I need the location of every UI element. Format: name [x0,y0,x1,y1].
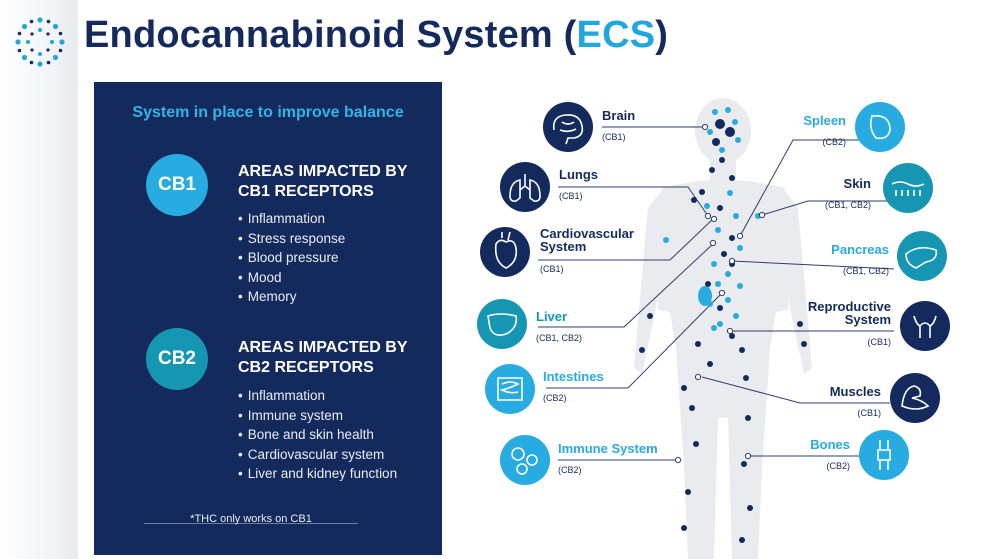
organ-brain: Brain (CB1) [543,102,635,152]
svg-text:System: System [540,239,586,254]
organ-muscles: Muscles (CB1) [830,373,940,423]
connector-lungs [558,186,709,217]
connector-spleen [739,139,868,237]
organ-spleen: Spleen (CB2) [803,102,905,152]
list-item: Liver and kidney function [238,464,397,484]
list-item: Stress response [238,229,346,249]
reproductive-icon [913,315,937,338]
intestines-icon [497,377,523,401]
organ-intestines: Intestines (CB2) [485,364,604,414]
title-acronym: ECS [576,14,656,56]
list-item: Inflammation [238,386,397,406]
organ-liver: Liver (CB1, CB2) [477,299,582,349]
svg-text:Immune System: Immune System [558,441,658,456]
list-item: Memory [238,287,345,307]
svg-text:(CB1): (CB1) [559,191,583,201]
svg-text:(CB1): (CB1) [540,264,564,274]
left-decorative-strip [0,0,78,559]
svg-text:(CB2): (CB2) [558,465,582,475]
list-item: Mood [238,268,345,288]
receptor-info-panel: System in place to improve balance CB1 A… [94,82,442,555]
list-item: Inflammation [238,209,345,229]
organ-bones: Bones (CB2) [810,430,909,480]
svg-text:Lungs: Lungs [559,167,598,182]
lungs-icon [509,174,541,202]
brain-icon [552,114,584,145]
list-item: Cardiovascular system [238,445,397,465]
spleen-icon [869,114,891,140]
muscle-icon [901,385,930,410]
svg-text:Spleen: Spleen [803,113,846,128]
cb2-list: Inflammation Immune system Bone and skin… [238,386,397,484]
organ-cardio: Cardiovascular System (CB1) [480,226,634,277]
heart-icon [494,231,518,269]
svg-text:(CB1, CB2): (CB1, CB2) [825,200,871,210]
svg-text:Intestines: Intestines [543,369,604,384]
liver-icon [487,313,518,336]
connector-skin [761,200,888,216]
svg-text:(CB1): (CB1) [857,408,881,418]
svg-text:Reproductive: Reproductive [808,299,891,314]
connector-intestines [546,292,723,389]
svg-text:Skin: Skin [844,176,872,191]
bone-joint-icon [877,440,891,470]
logo-dots-icon [15,17,65,67]
connector-liver [538,242,715,328]
svg-text:(CB2): (CB2) [543,393,567,403]
cb1-badge: CB1 [146,154,208,216]
list-item: Immune system [238,406,397,426]
panel-heading: System in place to improve balance [132,104,404,121]
body-silhouette [634,98,812,559]
organ-repro: Reproductive System (CB1) [808,299,950,351]
svg-text:Bones: Bones [810,437,850,452]
organ-lungs: Lungs (CB1) [500,162,598,212]
svg-text:(CB1): (CB1) [602,132,626,142]
svg-text:(CB2): (CB2) [826,461,850,471]
note-divider [144,523,358,524]
svg-text:Pancreas: Pancreas [831,242,889,257]
list-item: Bone and skin health [238,425,397,445]
skin-icon [891,181,925,196]
immune-cells-icon [511,447,538,475]
svg-text:Brain: Brain [602,108,635,123]
connector-pancreas [731,260,895,270]
list-item: Blood pressure [238,248,345,268]
page-title: Endocannabinoid System (ECS) [84,14,669,56]
svg-text:Muscles: Muscles [830,384,881,399]
organ-pancreas: Pancreas (CB1, CB2) [831,231,947,281]
cb1-heading: AREAS IMPACTED BY CB1 RECEPTORS [238,163,408,200]
footnote: *THC only works on CB1 [190,513,312,525]
cb2-badge: CB2 [146,328,208,390]
cb1-list: Inflammation Stress response Blood press… [238,209,346,307]
svg-text:(CB1, CB2): (CB1, CB2) [536,333,582,343]
connector-muscles [701,376,890,404]
svg-text:(CB2): (CB2) [822,137,846,147]
organ-skin: Skin (CB1, CB2) [825,163,933,213]
pancreas-icon [905,246,938,269]
organ-immune: Immune System (CB2) [500,435,658,485]
receptor-dots [639,107,807,543]
svg-text:(CB1): (CB1) [867,337,891,347]
cb2-heading: AREAS IMPACTED BY CB2 RECEPTORS [238,339,408,376]
svg-text:(CB1, CB2): (CB1, CB2) [843,266,889,276]
svg-text:System: System [845,312,891,327]
svg-text:Cardiovascular: Cardiovascular [540,226,634,241]
connector-cardio [538,218,714,261]
svg-text:Liver: Liver [536,309,567,324]
body-diagram: Brain (CB1) Lungs (CB1) Cardiovascular S… [477,98,950,559]
